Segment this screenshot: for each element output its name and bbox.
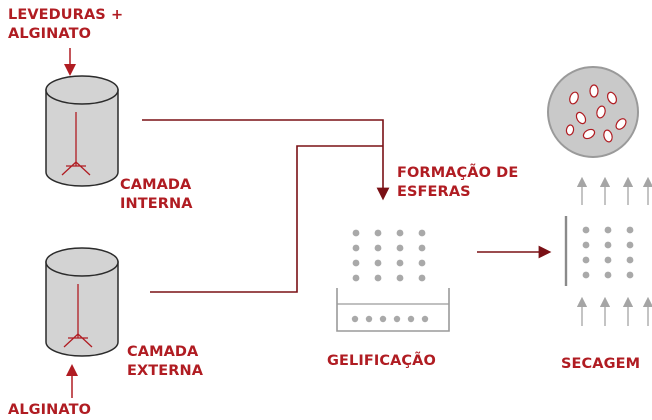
outer-layer-pipe xyxy=(150,145,383,293)
sphere-formation-label: FORMAÇÃO DE ESFERAS xyxy=(397,165,519,200)
drying-label: SECAGEM xyxy=(561,356,641,372)
top-input-label: LEVEDURAS + ALGINATO xyxy=(8,7,124,42)
falling-beads xyxy=(352,229,426,282)
drying-air-arrows-bottom xyxy=(576,296,652,326)
capsule-closeup xyxy=(547,66,639,158)
outer-layer-tank xyxy=(45,247,119,357)
drying-air-arrows-top xyxy=(576,176,652,205)
outer-layer-label: CAMADA EXTERNA xyxy=(127,344,204,379)
inner-layer-tank xyxy=(45,75,119,187)
inner-layer-label: CAMADA INTERNA xyxy=(120,177,193,212)
inner-layer-pipe xyxy=(142,119,390,201)
bottom-input-label: ALGINATO xyxy=(8,402,92,418)
gelling-label: GELIFICAÇÃO xyxy=(327,353,436,369)
gelling-bath xyxy=(336,288,450,332)
drying-unit xyxy=(564,216,634,286)
